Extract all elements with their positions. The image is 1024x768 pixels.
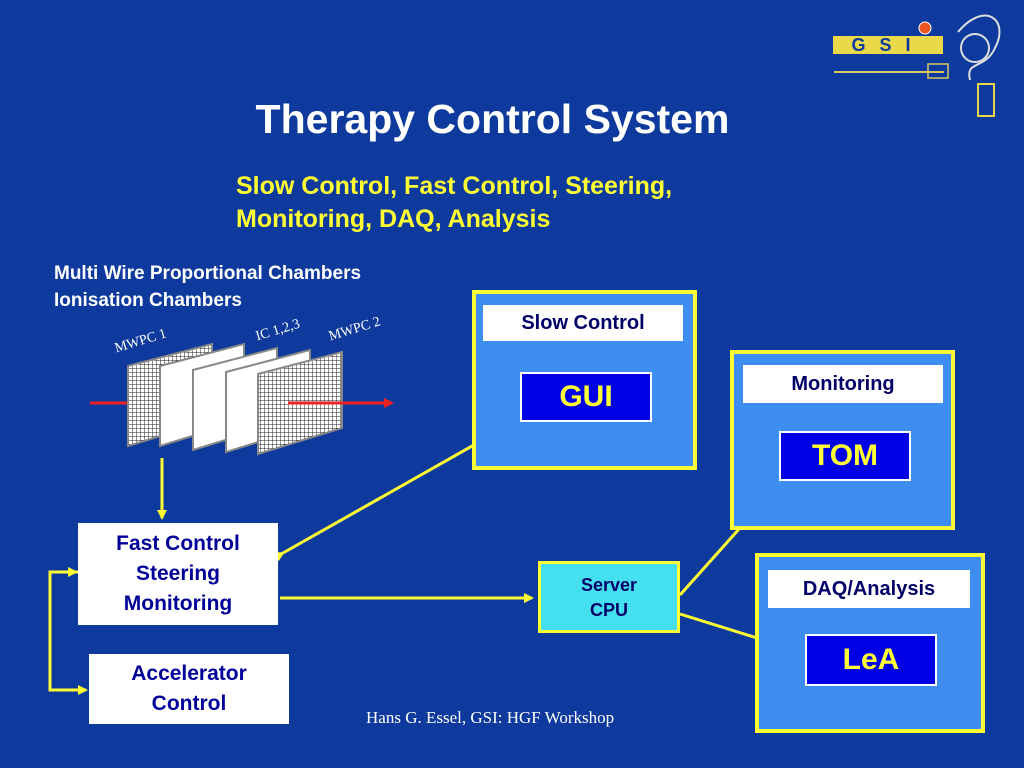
daq-analysis-label: DAQ/Analysis [768,570,970,608]
tom-box[interactable]: TOM [779,431,911,481]
slow-control-label: Slow Control [483,305,683,341]
chambers-caption: Multi Wire Proportional Chambers Ionisat… [54,260,361,314]
chambers-caption-line-2: Ionisation Chambers [54,290,242,311]
subtitle-line-1: Slow Control, Fast Control, Steering, [236,172,673,200]
server-line-1: Server [580,575,638,595]
server-line-2: CPU [589,600,628,620]
page-title: Therapy Control System [255,96,730,142]
monitoring-label: Monitoring [743,365,943,403]
accelerator-line-2: Control [151,692,227,715]
chamber-stack [127,342,343,456]
fast-control-line-2: Steering [135,562,221,585]
chambers-caption-line-1: Multi Wire Proportional Chambers [54,263,362,284]
gsi-logo [833,14,1001,117]
fast-control-line-1: Fast Control [116,532,240,555]
subtitle: Slow Control, Fast Control, Steering, Mo… [236,170,672,236]
accelerator-line-1: Accelerator [131,662,247,685]
accelerator-control-box[interactable]: Accelerator Control [89,654,289,724]
fast-control-line-3: Monitoring [123,592,233,615]
footer-credit: Hans G. Essel, GSI: HGF Workshop [366,708,615,727]
lea-box[interactable]: LeA [805,634,937,686]
subtitle-line-2: Monitoring, DAQ, Analysis [236,205,551,233]
server-cpu-box[interactable]: Server CPU [538,561,680,633]
gui-box[interactable]: GUI [520,372,652,422]
logo-text: GSI [851,35,925,55]
fast-control-box[interactable]: Fast Control Steering Monitoring [78,523,278,625]
